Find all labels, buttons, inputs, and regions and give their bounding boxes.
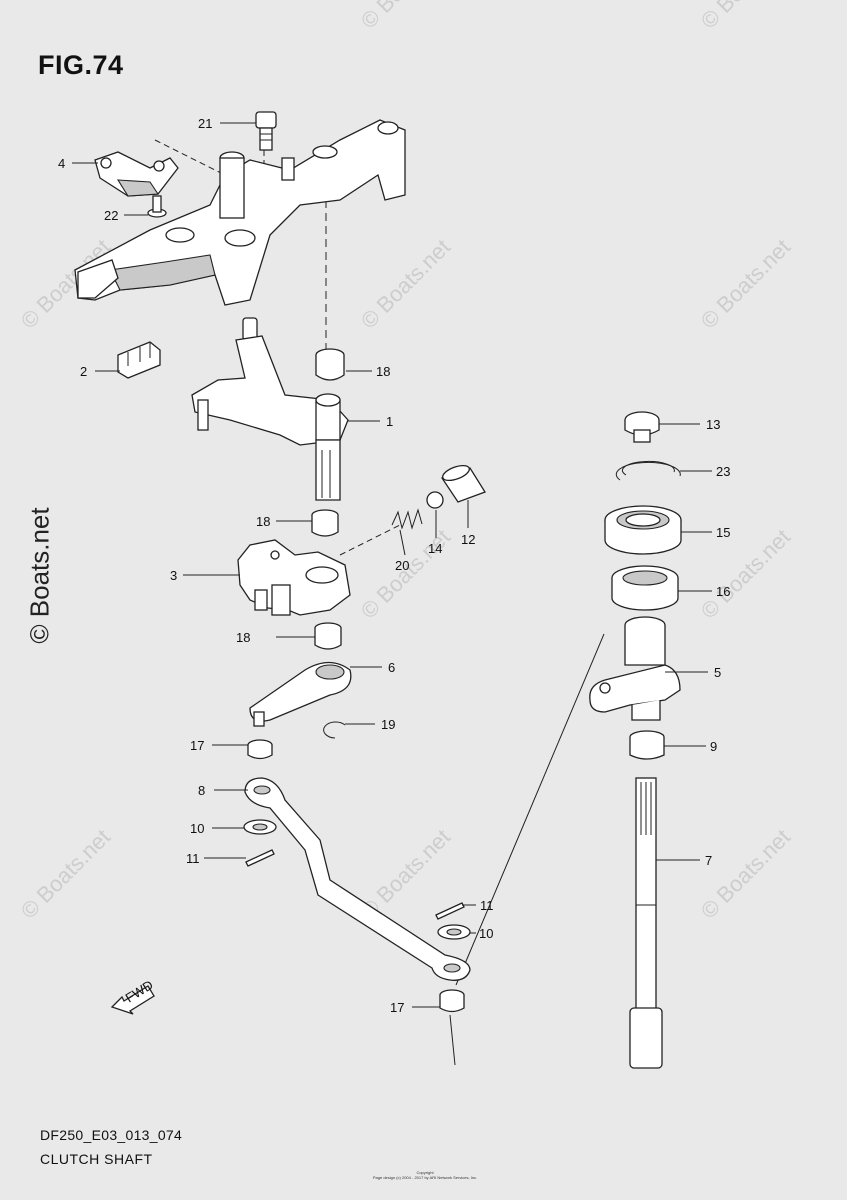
callout-6: 6	[388, 660, 395, 675]
copyright-notice: Copyright Page design (c) 2004 - 2017 by…	[300, 1170, 550, 1180]
callout-1: 1	[386, 414, 393, 429]
part-21-bolt	[255, 111, 277, 151]
callout-11: 11	[480, 898, 494, 913]
part-18-bushing	[314, 622, 342, 650]
callout-19: 19	[381, 717, 395, 732]
part-3-housing	[237, 539, 351, 616]
callout-18: 18	[236, 630, 250, 645]
callout-7: 7	[705, 853, 712, 868]
part-5-housing	[589, 616, 681, 721]
part-17-bushing	[247, 739, 273, 760]
part-23-snap-ring	[615, 460, 681, 481]
part-20-spring	[391, 508, 423, 530]
part-15-bearing	[604, 505, 682, 555]
callout-17: 17	[190, 738, 204, 753]
model-code: DF250_E03_013_074	[40, 1127, 183, 1143]
part-6-lever	[249, 661, 352, 727]
callout-10: 10	[190, 821, 204, 836]
part-22-screw	[147, 195, 167, 218]
part-2-clip	[117, 341, 161, 379]
copyright-line: Page design (c) 2004 - 2017 by ARI Netwo…	[372, 1175, 478, 1180]
callout-11: 11	[186, 851, 200, 866]
callout-2: 2	[80, 364, 87, 379]
callout-22: 22	[104, 208, 118, 223]
part-8-link-rod	[244, 777, 471, 981]
callout-18: 18	[376, 364, 390, 379]
part-4-plate	[94, 151, 179, 197]
part-11-cotter-pin	[245, 849, 275, 867]
part-17-bushing	[439, 989, 465, 1013]
part-12-bushing	[440, 464, 486, 503]
side-watermark: © Boats.net	[24, 507, 55, 644]
callout-18: 18	[256, 514, 270, 529]
callout-16: 16	[716, 584, 730, 599]
figure-title: FIG.74	[38, 50, 124, 80]
callout-9: 9	[710, 739, 717, 754]
callout-23: 23	[716, 464, 730, 479]
callout-13: 13	[706, 417, 720, 432]
part-14-ball	[426, 491, 444, 509]
part-13-plug	[624, 411, 660, 443]
part-18-bushing	[315, 348, 345, 381]
callout-4: 4	[58, 156, 65, 171]
watermark: © Boats.net	[16, 824, 115, 923]
fwd-arrow-icon: FWD	[110, 977, 156, 1015]
callout-17: 17	[390, 1000, 404, 1015]
watermark: © Boats.net	[696, 0, 795, 34]
callout-20: 20	[395, 558, 409, 573]
callout-labels: 21 4 22 2 18 1 18 20 14 12 3 18 6 19 17 …	[58, 116, 730, 1015]
part-1-shift-lever	[191, 317, 349, 501]
watermark: © Boats.net	[356, 234, 455, 333]
callout-21: 21	[198, 116, 212, 131]
watermark: © Boats.net	[696, 824, 795, 923]
callout-3: 3	[170, 568, 177, 583]
copyright-line: Copyright	[416, 1170, 434, 1175]
figure-caption: CLUTCH SHAFT	[40, 1151, 153, 1167]
part-16-oil-seal	[611, 565, 679, 611]
callout-8: 8	[198, 783, 205, 798]
leader-lines	[72, 122, 712, 1008]
assembly-guide-lines	[154, 139, 605, 1066]
callout-10: 10	[479, 926, 493, 941]
watermark: © Boats.net	[696, 524, 795, 623]
part-18-bushing	[311, 509, 339, 537]
watermark: © Boats.net	[696, 234, 795, 333]
callout-15: 15	[716, 525, 730, 540]
part-10-washer	[243, 819, 277, 835]
watermark: © Boats.net	[356, 0, 455, 34]
part-9-collar	[629, 730, 665, 760]
part-7-clutch-shaft	[629, 777, 663, 1069]
callout-12: 12	[461, 532, 475, 547]
part-19-e-clip	[323, 721, 346, 739]
part-11-cotter-pin	[435, 902, 465, 920]
callout-14: 14	[428, 541, 442, 556]
callout-5: 5	[714, 665, 721, 680]
part-10-washer	[437, 924, 471, 940]
clutch-bracket	[74, 119, 406, 306]
